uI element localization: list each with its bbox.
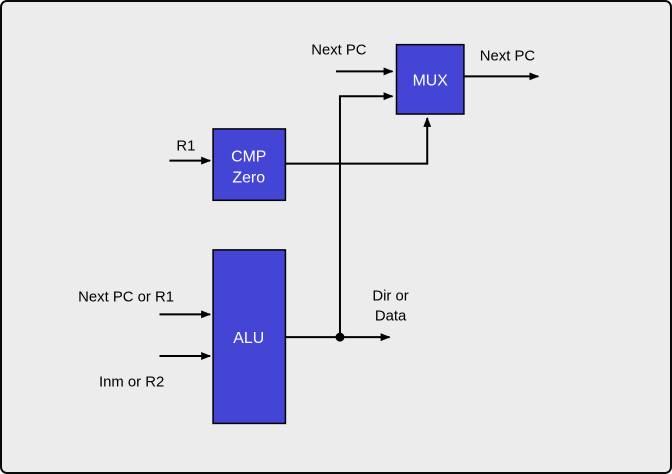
cmp-zero-block	[212, 128, 287, 202]
alu-input2-label: Inm or R2	[99, 375, 164, 391]
nextpc-output-label: Next PC	[480, 49, 536, 65]
wire-alu-to-mux	[338, 92, 394, 338]
alu-input1-label: Next PC or R1	[78, 289, 174, 305]
mux-block	[395, 43, 465, 115]
dir-or-data-label-line2: Data	[375, 308, 407, 324]
alu-label: ALU	[233, 330, 264, 347]
dir-or-data-label-line1: Dir or	[372, 288, 408, 304]
alu-block	[212, 249, 287, 425]
junction-dot	[335, 332, 345, 342]
cmp-label-line2: Zero	[232, 169, 265, 186]
r1-label: R1	[176, 139, 195, 155]
nextpc-input-label: Next PC	[311, 43, 367, 59]
cmp-label-line1: CMP	[231, 149, 266, 166]
wire-cmp-to-mux-select	[285, 117, 432, 165]
mux-label: MUX	[413, 72, 449, 89]
